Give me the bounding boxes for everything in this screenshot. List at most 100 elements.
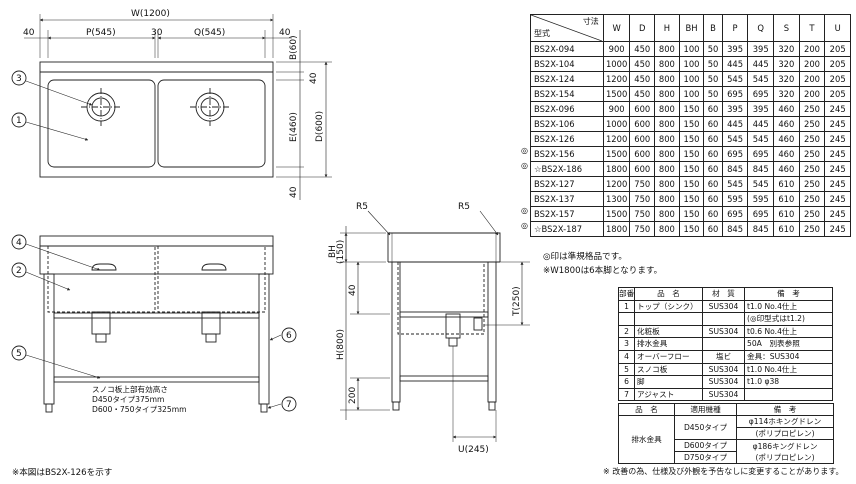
model-cell: BS2X-137 <box>530 191 604 207</box>
value-cell: 200 <box>798 71 826 87</box>
table-row: D600タイプ φ186キングドレン (ポリプロピレン) <box>619 439 834 464</box>
value-cell: 245 <box>824 191 851 207</box>
column-header: BH <box>678 14 705 42</box>
value-cell: 800 <box>654 176 680 192</box>
value-cell: 245 <box>824 206 851 222</box>
callout-6: 6 <box>286 331 292 341</box>
value-cell: 545 <box>721 176 749 192</box>
value-cell: 150 <box>678 191 705 207</box>
parts-header: 材 質 <box>702 287 745 301</box>
model-cell: BS2X-156 <box>530 146 604 162</box>
r5-left: R5 <box>356 202 368 212</box>
dim-right-40: 40 <box>279 28 291 38</box>
dim-top-40: 40 <box>309 72 319 84</box>
model-cell: BS2X-106 <box>530 116 604 132</box>
value-cell: 800 <box>654 161 680 177</box>
parts-cell <box>702 337 745 351</box>
value-cell: 450 <box>629 86 656 102</box>
value-cell: 205 <box>824 71 851 87</box>
value-cell: 205 <box>824 86 851 102</box>
value-cell: 595 <box>747 191 775 207</box>
value-cell: 695 <box>721 206 749 222</box>
value-cell: 750 <box>629 191 656 207</box>
value-cell: 600 <box>629 131 656 147</box>
table-row: 排水金具 D450タイプ φ114ホキングドレン <box>618 415 834 464</box>
value-cell: 320 <box>773 71 800 87</box>
disclaimer-note: ※ 改善の為、仕様及び外観を予告なしに変更することがあります。 <box>603 467 844 476</box>
value-cell: 610 <box>773 176 800 192</box>
drain-hole-left <box>81 88 121 126</box>
model-cell: BS2X-157 <box>530 206 604 222</box>
dim-200: 200 <box>348 387 358 404</box>
model-cell: ☆BS2X-186 <box>530 161 604 177</box>
parts-header: 備 考 <box>744 287 833 301</box>
drain-fitting-table: 品 名 適用機種 備 考 排水金具 D450タイプ φ114ホキングドレン (ポ… <box>618 403 834 464</box>
parts-cell: 排水金具 <box>634 337 703 351</box>
value-cell: 150 <box>678 176 705 192</box>
column-header: S <box>773 14 800 42</box>
value-cell: 800 <box>654 41 680 57</box>
sunoko-note-3: D600・750タイプ325mm <box>92 405 187 414</box>
value-cell: 1800 <box>602 161 631 177</box>
value-cell: 320 <box>773 41 800 57</box>
header-diagonal-cell: 寸法 型式 <box>530 14 604 42</box>
drain-type: D450タイプ <box>674 415 737 440</box>
value-cell: 245 <box>824 146 851 162</box>
value-cell: 1500 <box>602 146 631 162</box>
value-cell: 695 <box>747 86 775 102</box>
value-cell: 250 <box>798 146 826 162</box>
drain-remark-line: φ186キングドレン <box>752 441 818 451</box>
value-cell: 460 <box>773 131 800 147</box>
value-cell: 200 <box>798 86 826 102</box>
front-view <box>11 234 297 413</box>
value-cell: 450 <box>629 56 656 72</box>
dim-w: W(1200) <box>131 9 170 19</box>
parts-cell: t1.0 No.4仕上 <box>744 362 833 377</box>
drain-hole-right <box>190 88 230 126</box>
value-cell: 460 <box>773 101 800 117</box>
standard-mark: ◎ <box>521 161 528 170</box>
parts-header: 品 名 <box>634 287 703 301</box>
column-header: H <box>654 14 680 42</box>
header-top-label: 寸法 <box>582 17 599 26</box>
column-header: Q <box>747 14 775 42</box>
column-header: B <box>703 14 723 42</box>
value-cell: 395 <box>747 101 775 117</box>
parts-cell: トップ（シンク） <box>634 299 703 314</box>
value-cell: 200 <box>798 56 826 72</box>
parts-cell: 7 <box>618 387 635 402</box>
value-cell: 150 <box>678 146 705 162</box>
value-cell: 250 <box>798 191 826 207</box>
parts-cell: 脚 <box>634 375 703 389</box>
dim-p: P(545) <box>86 28 116 38</box>
drain-remark-line: (ポリプロピレン) <box>755 452 815 462</box>
dim-q: Q(545) <box>194 28 225 38</box>
column-header: P <box>721 14 749 42</box>
dim-e460: E(460) <box>289 112 299 142</box>
dim-bh: BH <box>328 245 338 258</box>
value-cell: 245 <box>824 176 851 192</box>
value-cell: 100 <box>678 56 705 72</box>
value-cell: 450 <box>629 71 656 87</box>
value-cell: 595 <box>721 191 749 207</box>
value-cell: 200 <box>798 41 826 57</box>
value-cell: 800 <box>654 146 680 162</box>
column-header: T <box>798 14 826 42</box>
value-cell: 60 <box>703 131 723 147</box>
value-cell: 845 <box>747 221 775 237</box>
value-cell: 60 <box>703 176 723 192</box>
value-cell: 610 <box>773 206 800 222</box>
value-cell: 250 <box>798 116 826 132</box>
figure-note: ※本図はBS2X-126を示す <box>12 468 113 478</box>
value-cell: 445 <box>747 56 775 72</box>
value-cell: 60 <box>703 161 723 177</box>
value-cell: 395 <box>747 41 775 57</box>
parts-cell: SUS304 <box>702 324 745 339</box>
value-cell: 750 <box>629 206 656 222</box>
